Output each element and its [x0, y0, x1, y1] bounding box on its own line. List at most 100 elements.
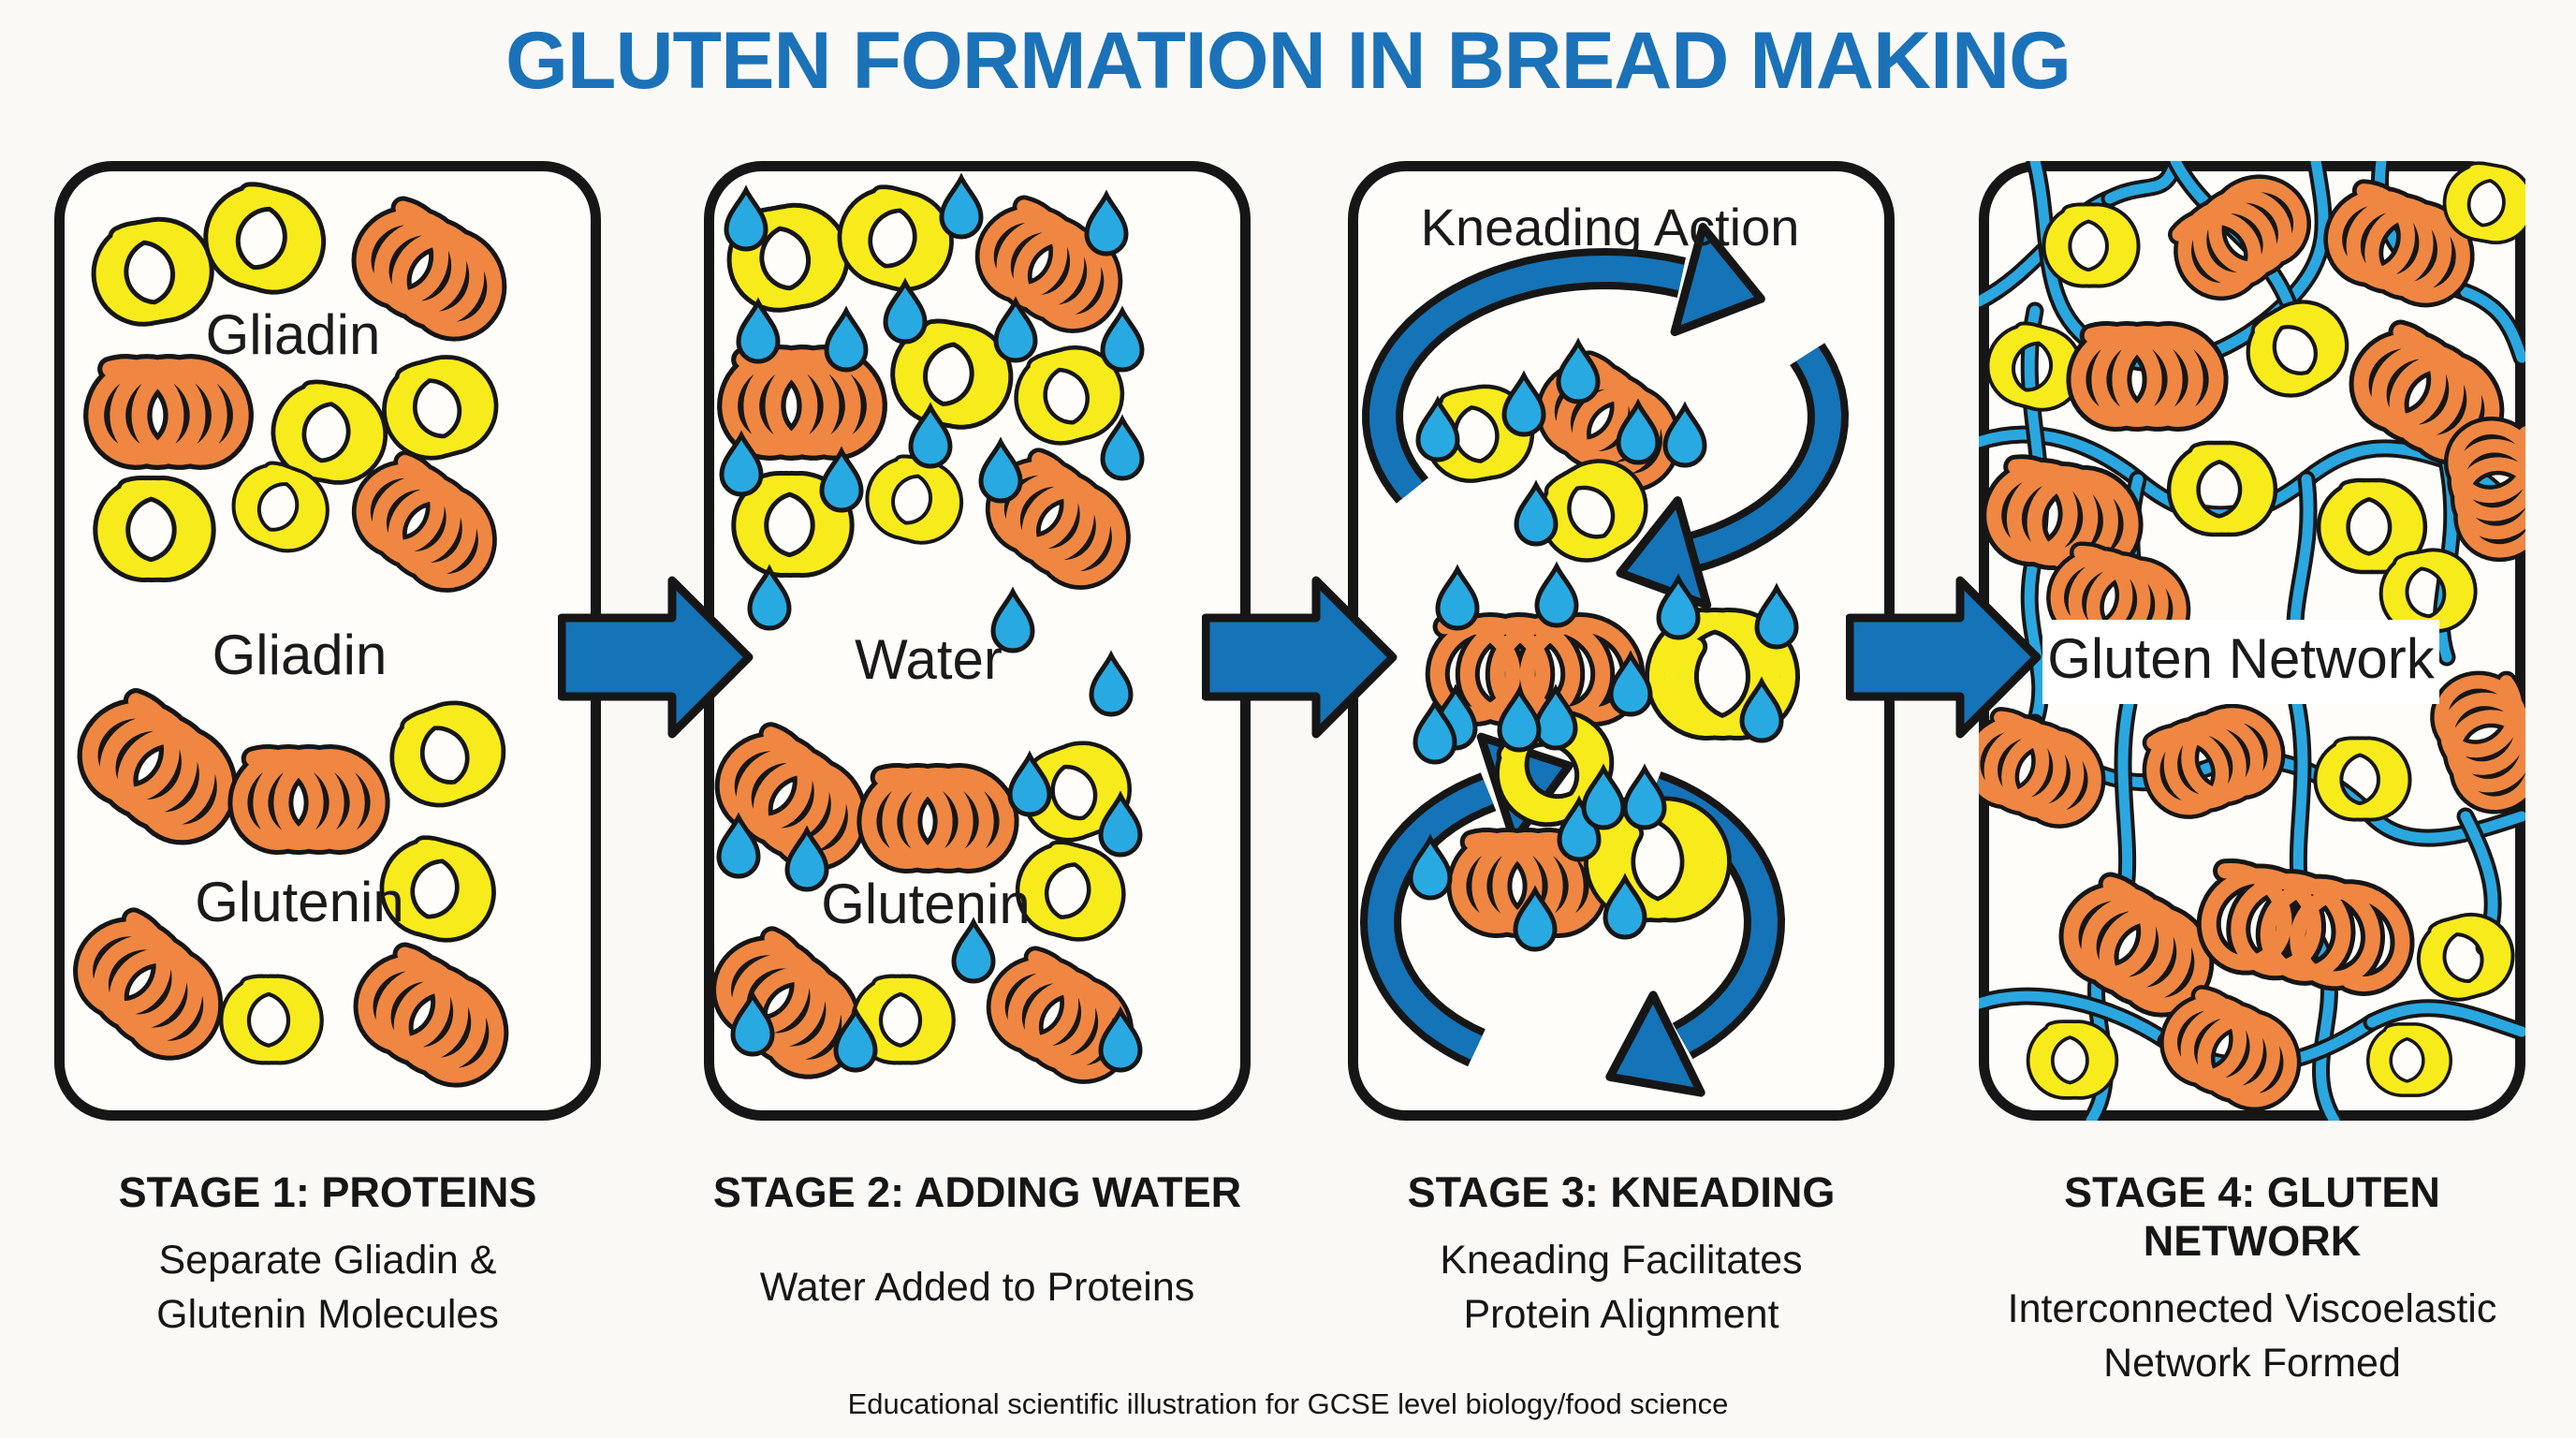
water-drop-icon	[939, 172, 984, 240]
gluten-strand	[2129, 470, 2316, 524]
flow-arrow-icon	[1846, 576, 2042, 739]
panel-label: Gliadin	[206, 303, 381, 366]
water-drop-icon	[1408, 833, 1453, 901]
glutenin-coil-icon	[714, 722, 868, 872]
gliadin-coil-icon	[1014, 345, 1125, 446]
glutenin-coil-icon	[353, 942, 509, 1088]
water-drop-icon	[1098, 1005, 1143, 1073]
glutenin-coil-icon	[77, 688, 238, 845]
gliadin-coil-icon	[1985, 321, 2085, 412]
gliadin-coil-icon	[2416, 912, 2515, 1002]
water-drop-icon	[1497, 685, 1542, 753]
water-drop-icon	[1007, 750, 1052, 817]
gliadin-coil-icon	[1539, 459, 1648, 563]
gluten-strand	[2020, 545, 2050, 732]
gluten-strand	[2278, 161, 2333, 311]
gluten-strand	[2456, 283, 2525, 367]
water-drop-icon	[993, 296, 1038, 363]
water-drop-icon	[978, 436, 1023, 504]
stage4-heading: STAGE 4: GLUTEN NETWORK	[2064, 1168, 2440, 1265]
gluten-strand	[1979, 987, 2175, 1050]
glutenin-coil-icon	[2349, 319, 2505, 465]
glutenin-coil-icon	[2168, 174, 2311, 301]
water-drop-icon	[1412, 697, 1457, 765]
gliadin-coil-icon	[1584, 796, 1732, 923]
panel-stage4-gluten-network: Gluten Network	[1979, 161, 2525, 1121]
panel-label: Glutenin	[195, 871, 403, 933]
gliadin-coil-icon	[93, 476, 216, 582]
water-drop-icon	[724, 184, 768, 252]
gliadin-coil-icon	[379, 835, 496, 943]
glutenin-coil-icon	[2196, 858, 2415, 996]
stage1-heading: STAGE 1: PROTEINS	[118, 1168, 537, 1216]
gliadin-coil-icon	[2442, 161, 2525, 245]
water-drop-icon	[1581, 763, 1626, 830]
gluten-strand	[2100, 161, 2185, 208]
stage-desc-line: Protein Alignment	[1463, 1292, 1779, 1337]
gliadin-coil-icon	[389, 700, 506, 808]
gliadin-coil-icon	[91, 216, 214, 327]
water-drop-icon	[747, 564, 792, 631]
footnote: Educational scientific illustration for …	[847, 1387, 1729, 1420]
gliadin-coil-icon	[231, 461, 329, 553]
glutenin-coil-icon	[2066, 321, 2229, 432]
glutenin-coil-icon	[1979, 707, 2106, 829]
gliadin-coil-icon	[2026, 1020, 2119, 1100]
water-drop-icon	[1533, 683, 1578, 751]
gliadin-coil-icon	[890, 318, 1014, 430]
gliadin-coil-icon	[271, 379, 388, 485]
kneading-rotation-arrow-icon	[1362, 223, 1850, 609]
stage2-heading: STAGE 2: ADDING WATER	[712, 1168, 1242, 1216]
panel-stage3-kneading: Kneading Action	[1348, 161, 1895, 1121]
panel-stage4-art: Gluten Network	[1979, 161, 2525, 1121]
gliadin-coil-icon	[2246, 300, 2349, 398]
water-drop-icon	[1100, 305, 1145, 373]
water-drop-icon	[1608, 650, 1653, 717]
panel-label: Gluten Network	[2047, 627, 2435, 690]
water-drop-icon	[1656, 573, 1701, 640]
stage2-description: Water Added to Proteins	[678, 1230, 1277, 1344]
gluten-strand	[2363, 807, 2525, 847]
water-drop-icon	[1616, 398, 1661, 465]
water-drop-icon	[819, 446, 864, 513]
water-drop-icon	[719, 430, 764, 497]
glutenin-coil-icon	[1446, 828, 1609, 938]
panel-label: Gliadin	[212, 624, 388, 686]
gliadin-coil-icon	[865, 454, 964, 545]
glutenin-coil-icon	[83, 354, 254, 470]
stage1-caption: STAGE 1: PROTEINS Separate Gliadin &Glut…	[28, 1168, 627, 1344]
gliadin-coil-icon	[2166, 440, 2278, 537]
glutenin-coil-icon	[351, 196, 507, 342]
stage3-heading: STAGE 3: KNEADING	[1407, 1168, 1836, 1216]
water-drop-icon	[1556, 337, 1601, 404]
page-title: GLUTEN FORMATION IN BREAD MAKING	[505, 16, 2071, 106]
water-drop-icon	[784, 825, 829, 892]
water-drop-icon	[1514, 479, 1559, 547]
glutenin-coil-icon	[711, 926, 862, 1079]
glutenin-coil-icon	[2142, 703, 2286, 819]
panel-label: Water	[855, 628, 1003, 691]
gliadin-coil-icon	[731, 471, 855, 578]
glutenin-coil-icon	[2323, 179, 2475, 308]
water-drop-icon	[951, 917, 996, 984]
glutenin-coil-icon	[73, 907, 224, 1061]
water-drop-icon	[716, 812, 761, 879]
stage1-description: Separate Gliadin &Glutenin Molecules	[28, 1230, 627, 1344]
glutenin-coil-icon	[1982, 454, 2144, 578]
glutenin-coil-icon	[856, 763, 1019, 873]
gliadin-coil-icon	[1015, 840, 1126, 942]
gliadin-coil-icon	[2366, 1022, 2452, 1097]
water-drop-icon	[1739, 676, 1784, 743]
water-drop-icon	[990, 586, 1035, 653]
glutenin-coil-icon	[974, 195, 1123, 333]
water-drop-icon	[1098, 790, 1143, 858]
gliadin-coil-icon	[2042, 202, 2141, 288]
stage-desc-line: Separate Gliadin &	[158, 1238, 497, 1283]
water-drop-icon	[736, 297, 781, 364]
